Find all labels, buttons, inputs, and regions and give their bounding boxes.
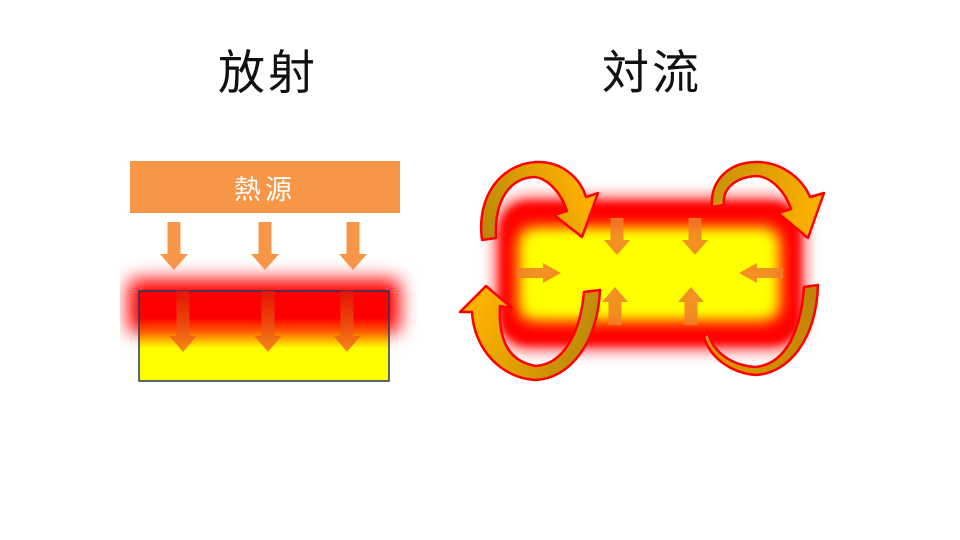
up-arrow-icon [602,287,628,325]
radiation-diagram [128,222,400,382]
curved-arrow-top-right-icon [710,160,826,240]
down-arrow-icon [169,291,197,352]
down-arrow-icon [251,222,279,270]
right-arrow-icon [517,263,561,283]
down-arrow-icon [339,222,367,270]
radiation-rays [160,222,367,270]
heat-penetration-arrows [169,291,361,352]
down-arrow-icon [160,222,188,270]
radiation-title: 放射 [218,46,318,99]
down-arrow-icon [333,291,361,352]
up-arrow-icon [678,287,704,325]
convection-circulation-arrows [458,160,826,382]
down-arrow-icon [682,218,708,255]
left-arrow-icon [739,263,783,283]
convection-inner-arrows [517,218,783,325]
convection-title: 対流 [602,46,702,99]
convection-diagram [458,160,826,382]
curved-arrow-bottom-left-icon [458,284,602,382]
heat-source-label: 熱源 [234,174,296,205]
down-arrow-icon [254,291,282,352]
heat-source-box: 熱源 [130,161,400,213]
down-arrow-icon [604,218,630,255]
curved-arrow-bottom-right-icon [702,283,820,377]
convection-yellow-core [534,238,764,308]
curved-arrow-top-left-icon [479,160,600,242]
